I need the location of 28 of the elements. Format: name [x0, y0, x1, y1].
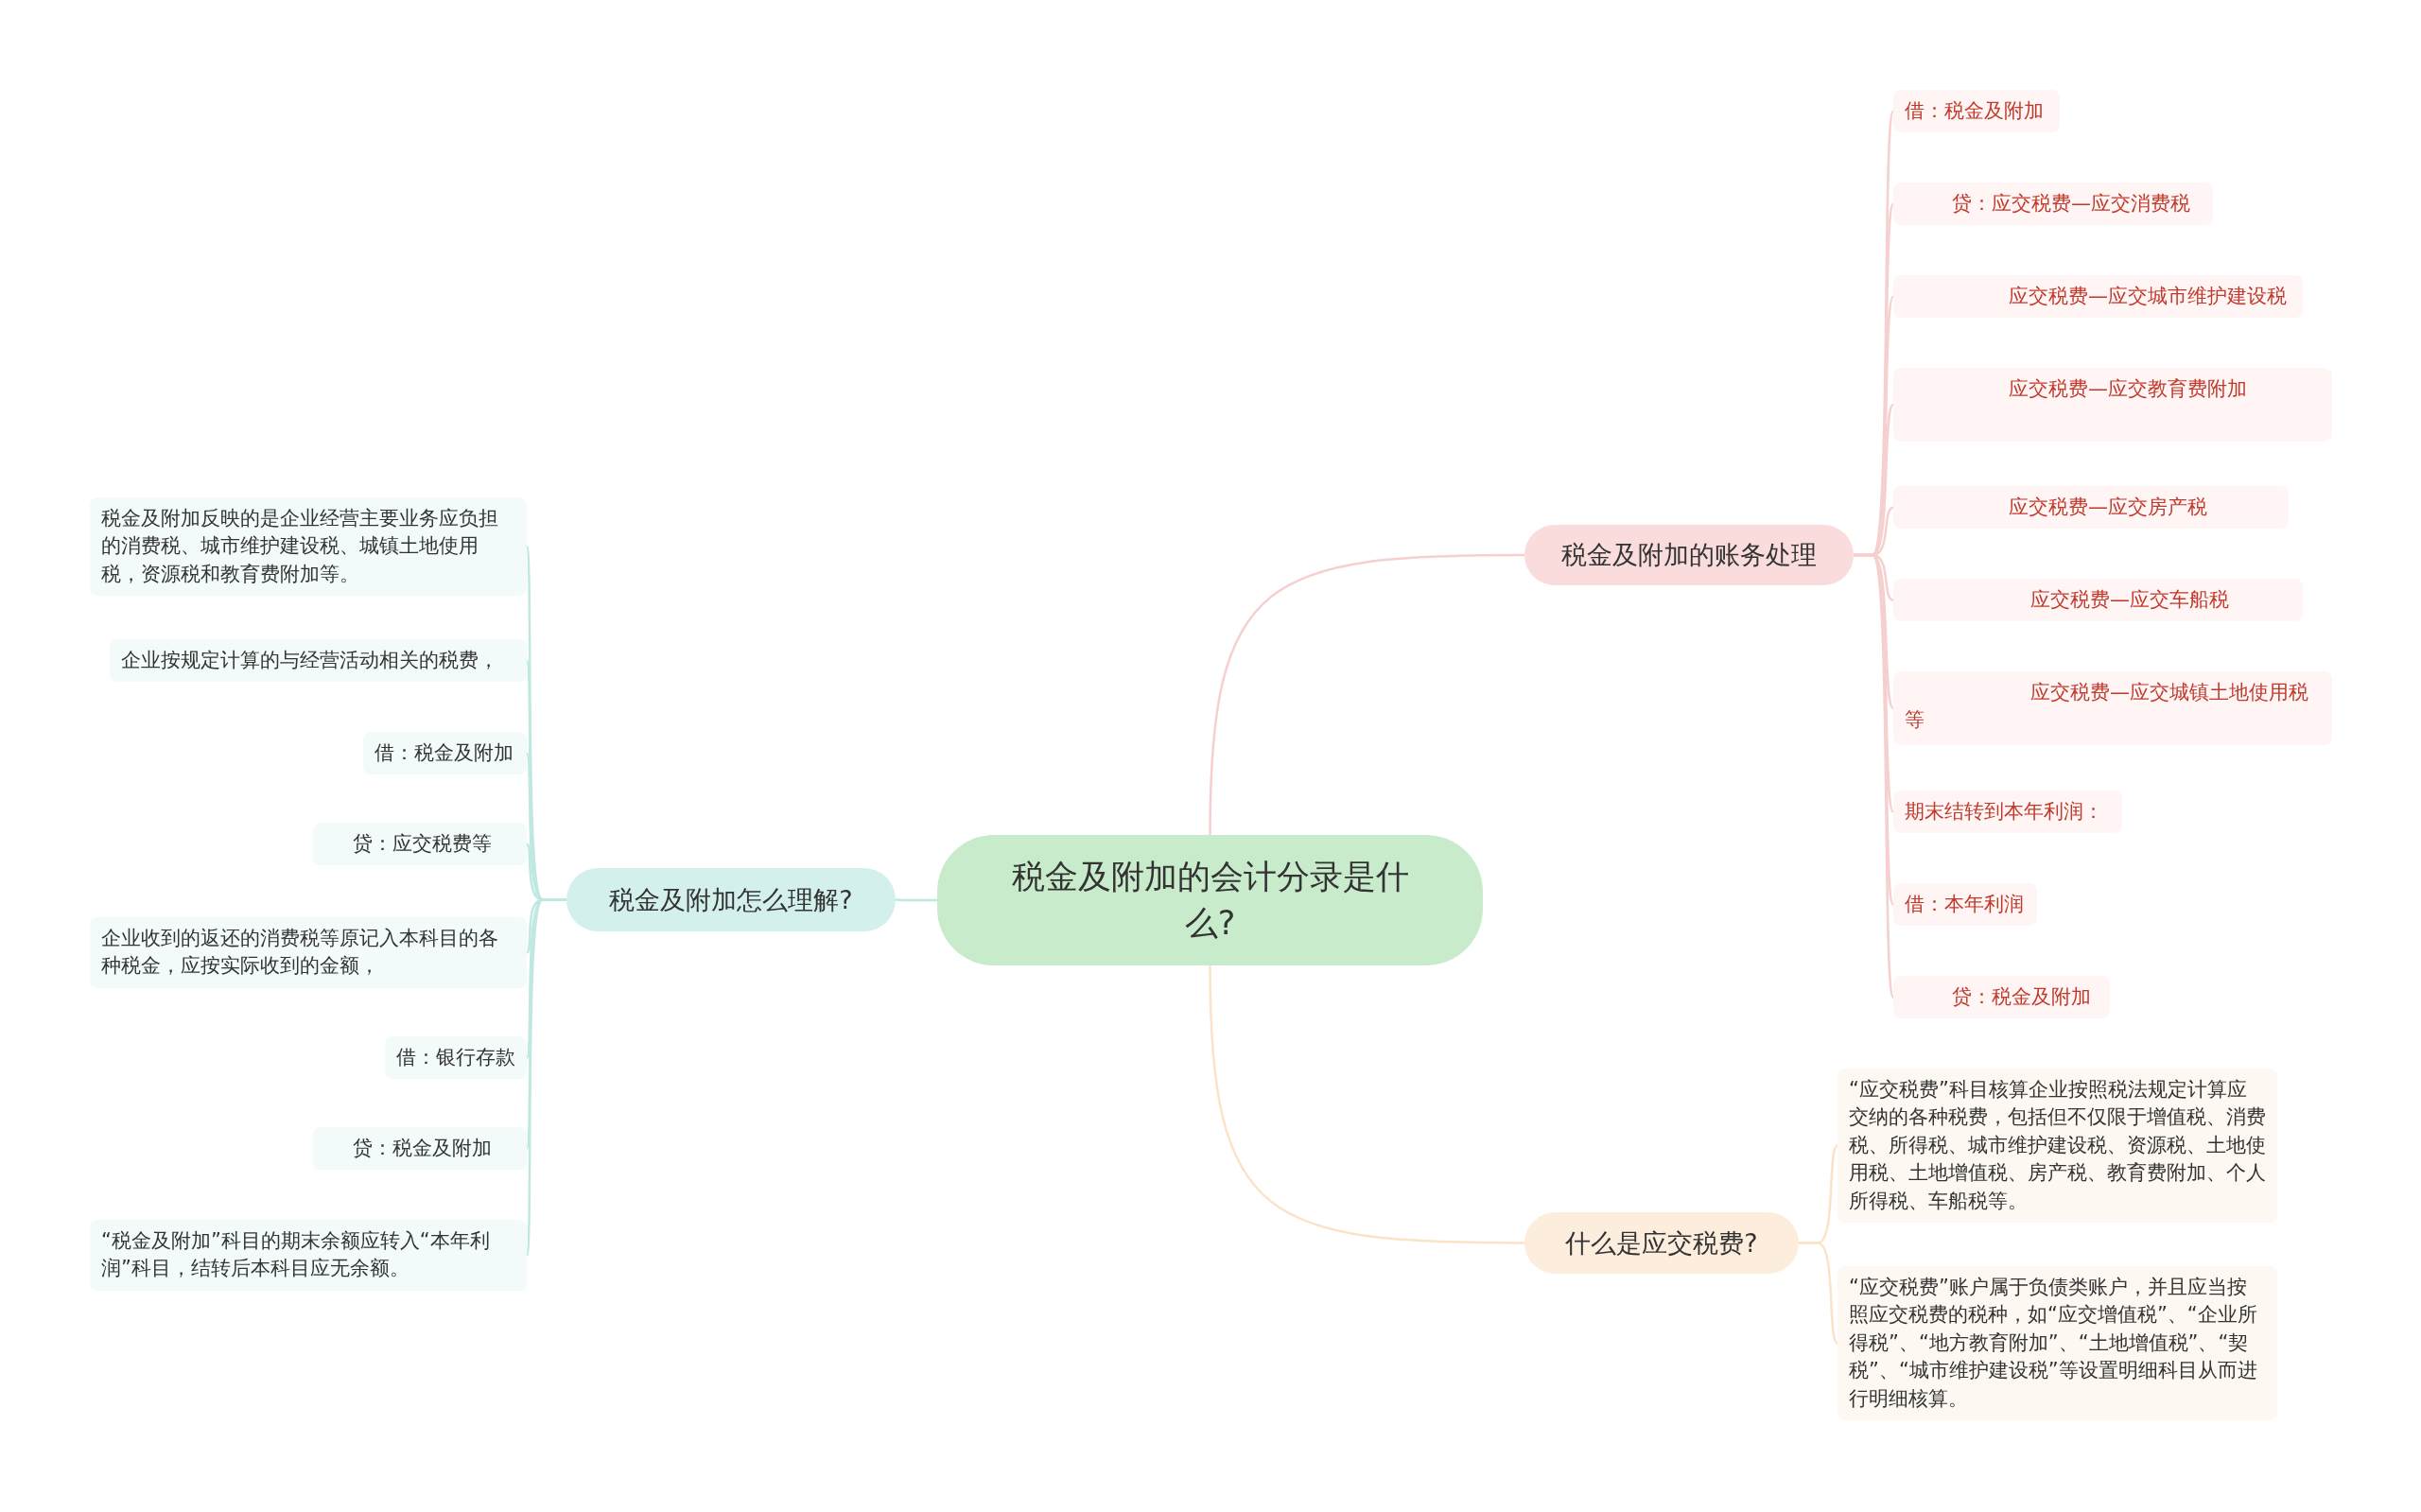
leaf-note-box: 期末结转到本年利润： [1893, 791, 2122, 834]
connector-line [1209, 553, 1524, 836]
connector-line [1209, 965, 1524, 1244]
leaf-note-box: 贷：税金及附加 [1893, 976, 2110, 1019]
leaf-note-box: 借：本年利润 [1893, 883, 2037, 927]
connector-line [1799, 1242, 1838, 1345]
leaf-note-box: 税金及附加反映的是企业经营主要业务应负担的消费税、城市维护建设税、城镇土地使用税，资源税和教育费附加等。 [90, 497, 527, 597]
leaf-note-box: 借：银行存款 [385, 1036, 527, 1080]
branch-topic-box: 什么是应交税费? [1524, 1212, 1799, 1274]
leaf-note-box: 应交税费—应交车船税 [1893, 579, 2303, 622]
leaf-note-box: 贷：应交税费—应交消费税 [1893, 182, 2213, 226]
leaf-note-box: 应交税费—应交城镇土地使用税等 [1893, 671, 2332, 745]
branch-topic-box: 税金及附加怎么理解? [566, 868, 896, 931]
leaf-note-box: 应交税费—应交城市维护建设税 [1893, 275, 2303, 319]
connector-line [896, 898, 937, 902]
leaf-note-box: “应交税费”科目核算企业按照税法规定计算应交纳的各种税费，包括但不仅限于增值税、消费税、所得税、城市维护建设税、资源税、土地使用税、土地增值税、房产税、教育费附加、个人所得税、车船税等。 [1838, 1069, 2277, 1223]
leaf-note-box: 借：税金及附加 [1893, 90, 2060, 133]
leaf-note-box: 贷：应交税费等 [313, 823, 527, 866]
leaf-note-box: 企业按规定计算的与经营活动相关的税费， [110, 639, 527, 683]
leaf-note-box: 企业收到的返还的消费税等原记入本科目的各种税金，应按实际收到的金额， [90, 917, 527, 988]
central-topic-box: 税金及附加的会计分录是什么? [937, 835, 1483, 965]
leaf-note-box: “应交税费”账户属于负债类账户，并且应当按照应交税费的税种，如“应交增值税”、“企业所得税”、“地方教育附加”、“土地增值税”、“契税”、“城市维护建设税”等设置明细科目从而进行明细核算。 [1838, 1266, 2277, 1420]
leaf-note-box: 借：税金及附加 [363, 732, 527, 775]
branch-topic-box: 税金及附加的账务处理 [1524, 525, 1854, 585]
leaf-note-box: “税金及附加”科目的期末余额应转入“本年利润”科目，结转后本科目应无余额。 [90, 1220, 527, 1291]
leaf-note-box: 应交税费—应交教育费附加 [1893, 368, 2332, 442]
leaf-note-box: 贷：税金及附加 [313, 1127, 527, 1171]
leaf-note-box: 应交税费—应交房产税 [1893, 486, 2289, 530]
